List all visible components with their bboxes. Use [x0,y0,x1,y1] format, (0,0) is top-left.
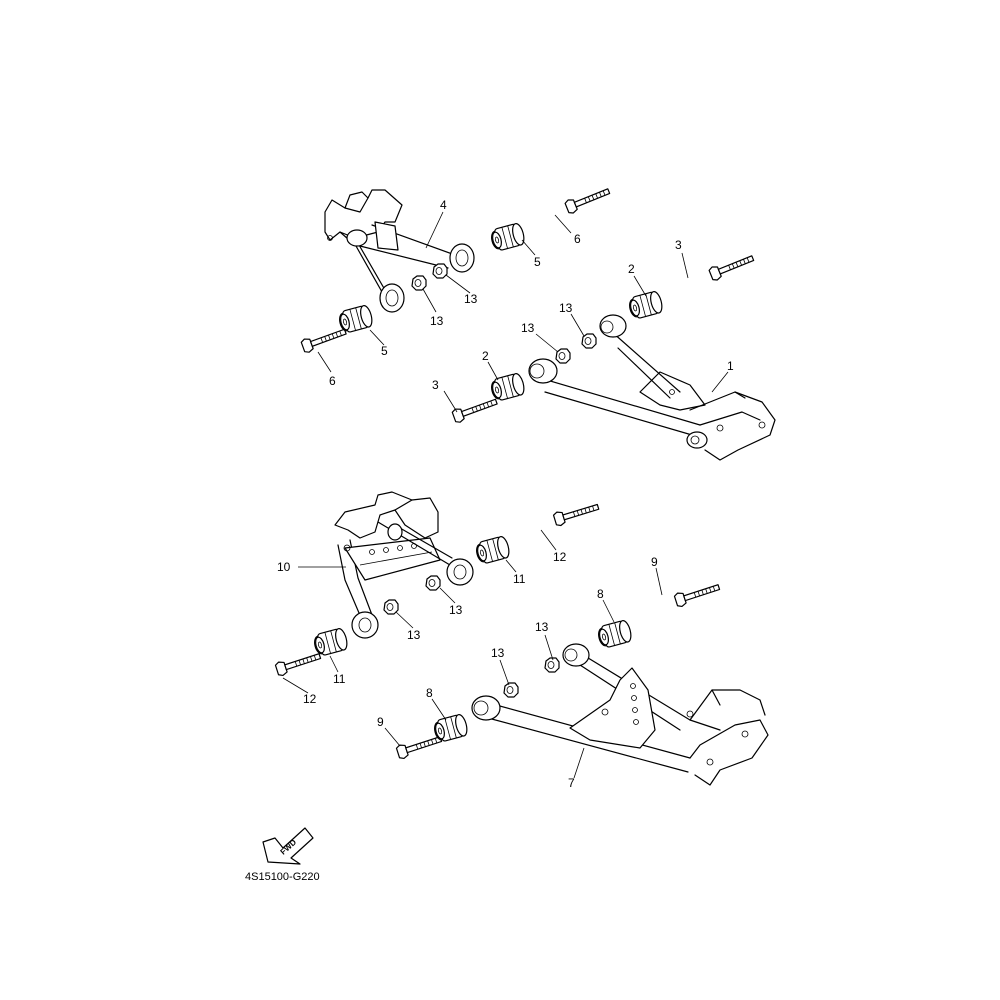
upper-arm-4 [324,189,475,313]
nut-13-h [503,682,519,698]
bolt-9-left [395,731,444,761]
label-9b: 9 [377,715,384,729]
label-5b: 5 [381,344,388,358]
bolt-3-upper-left [451,394,500,425]
label-13c: 13 [559,301,573,315]
nut-13-c [581,333,597,349]
label-10: 10 [277,560,291,574]
label-7: 7 [568,776,575,790]
label-2a: 2 [628,262,635,276]
bolt-12-upper [552,499,601,528]
leader-lines [282,211,729,779]
part-code: 4S15100-G220 [245,871,320,883]
nut-13-e [425,575,441,591]
label-11a: 11 [513,572,526,586]
nut-13-f [383,599,399,615]
label-13d: 13 [521,321,535,335]
label-9a: 9 [651,555,658,569]
upper-arm-1 [528,314,776,461]
lower-arm-7 [471,643,769,786]
label-13a: 13 [464,292,478,306]
bushing-11-upper [473,534,512,566]
callout-labels: 4 6 5 13 13 5 6 3 2 13 13 2 3 1 10 12 11… [277,198,734,790]
label-8b: 8 [426,686,433,700]
bolt-9-right [673,579,722,609]
nut-13-g [544,657,560,673]
bushing-11-lower [311,626,350,658]
label-6a: 6 [574,232,581,246]
nut-13-d [555,348,571,364]
bushing-8-left [431,712,470,744]
label-13h: 13 [491,646,505,660]
bushing-8-right [595,618,634,650]
bolt-3-upper-right [707,251,756,283]
label-3a: 3 [675,238,682,252]
label-13e: 13 [449,603,463,617]
label-13g: 13 [535,620,549,634]
nut-13-b [411,275,427,291]
label-2b: 2 [482,349,489,363]
bushing-5-lower [336,303,375,335]
bushing-5-upper [488,221,527,253]
label-11b: 11 [333,672,346,686]
fwd-arrow-icon: FWD [262,827,314,865]
label-8a: 8 [597,587,604,601]
label-1: 1 [727,359,734,373]
label-12b: 12 [303,692,317,706]
label-6b: 6 [329,374,336,388]
bushing-2-left [488,371,527,403]
label-5a: 5 [534,255,541,269]
label-4: 4 [440,198,447,212]
bolt-12-lower [274,648,323,678]
lower-arm-10 [334,491,474,639]
label-12a: 12 [553,550,567,564]
label-3b: 3 [432,378,439,392]
bolt-6-upper-right [563,184,612,216]
label-13f: 13 [407,628,421,642]
label-13b: 13 [430,314,444,328]
nut-13-a [432,263,448,279]
bolt-6-upper-left [300,324,349,355]
